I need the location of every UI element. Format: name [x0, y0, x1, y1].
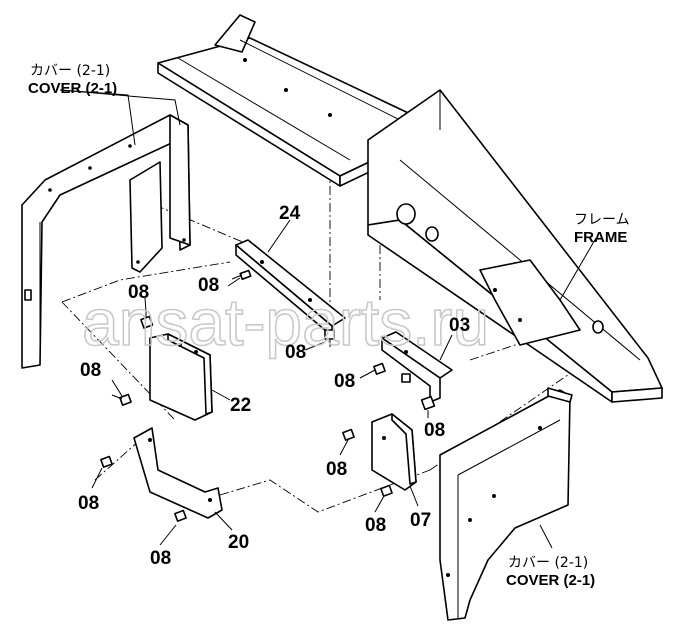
label-frame-en: FRAME — [574, 229, 627, 246]
label-part-22: 22 — [230, 395, 251, 416]
label-bolt-08-h: 08 — [78, 493, 99, 514]
label-bolt-08-j: 08 — [150, 548, 171, 569]
right-cover — [439, 387, 573, 621]
bolts — [100, 269, 436, 522]
main-frame — [367, 89, 663, 403]
callout-labels: カバー (2-1) COVER (2-1) フレーム FRAME カバー (2-… — [28, 63, 630, 589]
label-cover-left-jp: カバー (2-1) — [30, 63, 110, 79]
leader-lines — [59, 89, 597, 549]
plate-07 — [371, 413, 417, 491]
label-part-20: 20 — [228, 532, 249, 553]
label-part-03: 03 — [449, 315, 470, 336]
bolt-b — [140, 309, 154, 329]
label-bolt-08-b: 08 — [128, 282, 149, 303]
label-bolt-08-f: 08 — [424, 420, 445, 441]
bolt-a — [231, 269, 252, 280]
bolt-i — [100, 455, 113, 468]
label-bolt-08-i: 08 — [365, 515, 386, 536]
label-cover-left-en: COVER (2-1) — [28, 80, 117, 97]
watermark-text: ansat-parts.ru — [82, 285, 489, 359]
label-bolt-08-g: 08 — [326, 459, 347, 480]
label-cover-right-jp: カバー (2-1) — [508, 555, 588, 571]
left-cover — [21, 114, 191, 369]
label-bolt-08-d: 08 — [80, 360, 101, 381]
label-bolt-08-a: 08 — [198, 275, 219, 296]
bolt-j — [380, 484, 393, 497]
plate-20 — [133, 427, 223, 519]
bolt-f — [401, 373, 411, 383]
label-cover-right-en: COVER (2-1) — [506, 572, 595, 589]
bolt-k — [174, 509, 187, 522]
bolt-e — [373, 362, 386, 375]
label-bolt-08-e: 08 — [334, 371, 355, 392]
label-part-07: 07 — [410, 510, 431, 531]
label-bolt-08-c: 08 — [285, 342, 306, 363]
plate-22 — [149, 333, 213, 421]
bolt-g — [420, 395, 436, 411]
label-frame-jp: フレーム — [574, 212, 630, 228]
label-part-24: 24 — [279, 203, 301, 224]
bolt-d — [111, 393, 132, 406]
bolt-h — [342, 428, 355, 441]
bolt-c — [324, 329, 335, 347]
